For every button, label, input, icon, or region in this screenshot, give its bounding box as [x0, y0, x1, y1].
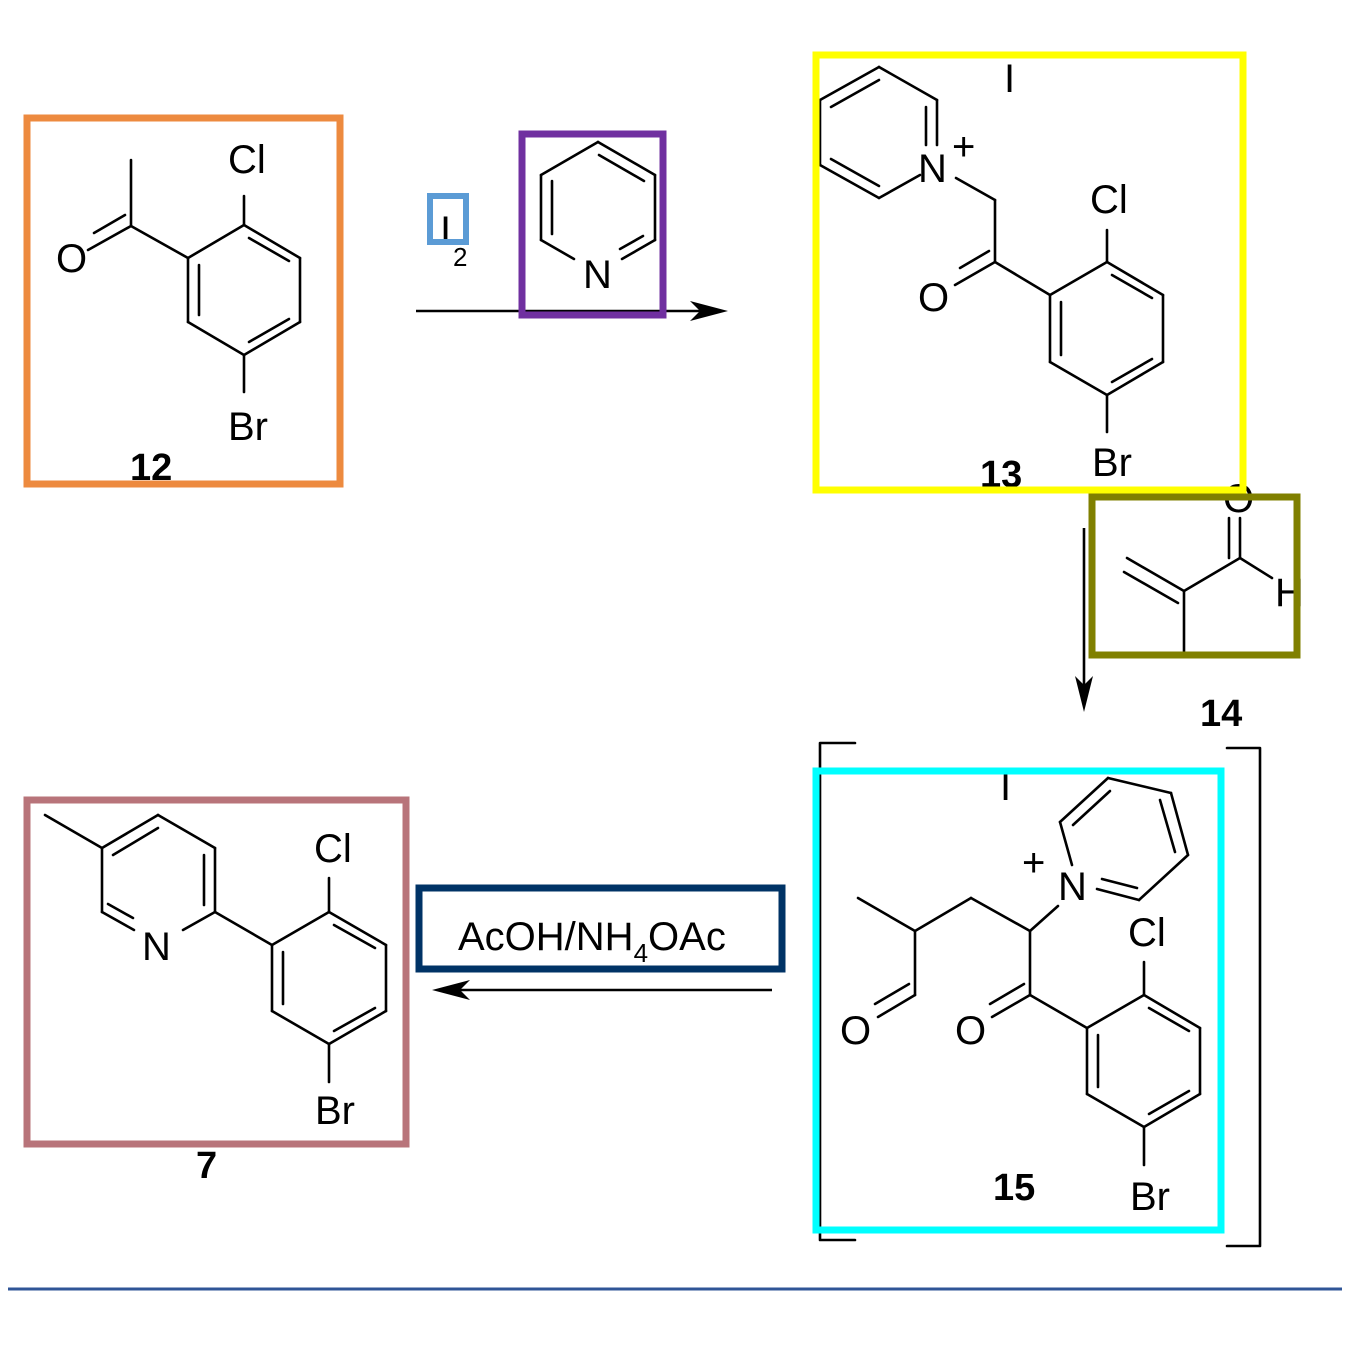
compound-15-cl: Cl — [1128, 911, 1166, 955]
condition-main: AcOH/NH4OAc — [458, 915, 726, 968]
highlight-box-compound-12 — [23, 114, 344, 488]
compound-15-charge: + — [1022, 841, 1045, 885]
compound-15-brackets — [818, 741, 1262, 1248]
highlight-box-compound-13 — [812, 51, 1247, 494]
compound-7: N Cl Br 7 — [43, 813, 388, 1187]
compound-7-bonds — [43, 813, 388, 1084]
compound-7-cl: Cl — [314, 827, 352, 871]
compound-15-label: 15 — [993, 1167, 1035, 1209]
compound-15-br: Br — [1130, 1175, 1170, 1219]
compound-13-br: Br — [1092, 441, 1132, 485]
iodine-symbol: I — [440, 209, 451, 253]
highlight-box-compound-15 — [812, 767, 1225, 1234]
compound-13-counterion: I — [1004, 57, 1015, 101]
reaction-arrow-2 — [1075, 528, 1093, 712]
condition-subscript: 4 — [634, 938, 648, 968]
highlight-box-compound-14 — [1088, 493, 1301, 659]
compound-15-n: N — [1058, 865, 1087, 909]
compound-15-aldehyde-o: O — [840, 1009, 871, 1053]
pyridine-n: N — [583, 253, 612, 297]
reaction-arrow-3 — [432, 980, 772, 1000]
compound-7-label: 7 — [196, 1145, 217, 1187]
reagent-iodine: I 2 — [440, 209, 467, 272]
reaction-condition: AcOH/NH4OAc — [458, 915, 726, 968]
compound-12-cl: Cl — [228, 138, 266, 182]
compound-7-n: N — [142, 925, 171, 969]
compound-15-ketone-o: O — [955, 1009, 986, 1053]
highlight-box-pyridine — [518, 130, 667, 319]
compound-13-o: O — [918, 276, 949, 320]
reagent-pyridine: N — [539, 140, 657, 297]
compound-15: N + I O O Cl Br 15 — [818, 741, 1262, 1248]
compound-13-n: N — [918, 147, 947, 191]
compound-14: O H 14 — [1122, 477, 1304, 735]
compound-7-br: Br — [315, 1089, 355, 1133]
compound-12: O Cl Br 12 — [56, 138, 302, 489]
highlight-boxes — [23, 51, 1301, 1234]
compound-12-br: Br — [228, 405, 268, 449]
condition-main-text: AcOH/NH — [458, 915, 634, 959]
compound-14-label: 14 — [1200, 693, 1242, 735]
compound-13-bonds — [818, 65, 1165, 434]
compound-13: N + I O Cl Br 13 — [818, 57, 1165, 496]
highlight-box-compound-7 — [23, 796, 410, 1148]
compound-12-o: O — [56, 237, 87, 281]
condition-tail-text: OAc — [648, 915, 726, 959]
compound-15-counterion: I — [1000, 765, 1011, 809]
iodine-subscript: 2 — [453, 242, 467, 272]
reaction-arrow-1 — [416, 301, 728, 321]
reagent-pyridine-bonds — [539, 140, 657, 261]
highlight-box-iodine — [427, 193, 469, 245]
compound-13-cl: Cl — [1090, 178, 1128, 222]
compound-12-bonds — [86, 158, 302, 394]
compound-13-charge: + — [952, 125, 975, 169]
compound-14-bonds — [1122, 516, 1274, 657]
highlight-box-condition — [415, 884, 786, 973]
compound-15-bonds — [856, 776, 1202, 1167]
